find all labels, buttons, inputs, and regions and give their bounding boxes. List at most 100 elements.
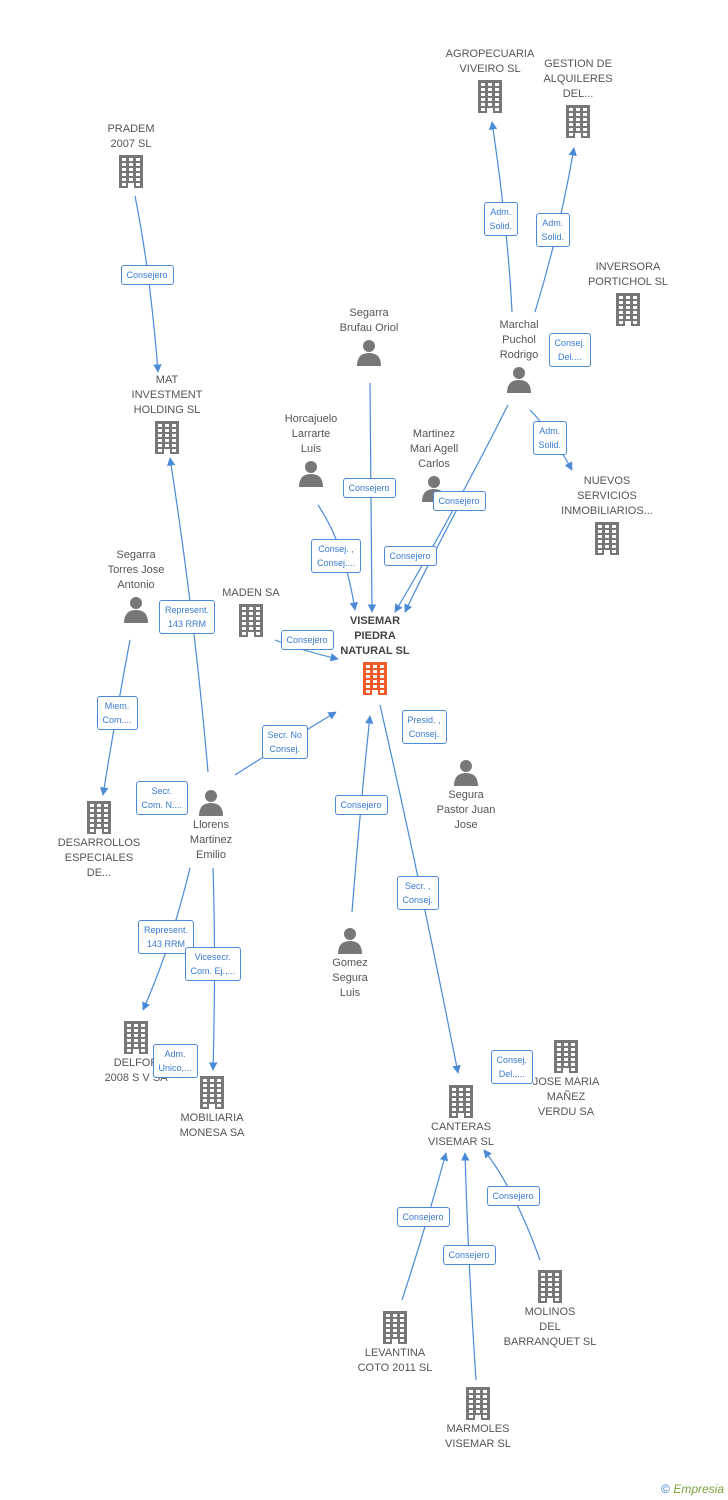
building-icon <box>513 104 643 138</box>
edge-label-e4[interactable]: Consej. Del.... <box>548 333 592 367</box>
node-label: Marchal Puchol Rodrigo <box>499 319 539 361</box>
edge-e9 <box>394 404 509 613</box>
node-gomez[interactable]: Gomez Segura Luis <box>285 924 415 1001</box>
node-label: Segura Pastor Juan Jose <box>436 789 496 831</box>
person-icon <box>285 926 415 954</box>
edge-label-e5[interactable]: Adm. Solid. <box>532 421 568 455</box>
node-label: DESARROLLOS ESPECIALES DE... <box>57 837 141 879</box>
building-icon <box>413 1386 543 1420</box>
node-marmoles[interactable]: MARMOLES VISEMAR SL <box>413 1384 543 1452</box>
edge-e22 <box>401 1152 449 1301</box>
node-levantina[interactable]: LEVANTINA COTO 2011 SL <box>330 1308 460 1376</box>
edge-label-e20[interactable]: Adm. Unico,... <box>152 1044 198 1078</box>
node-label: MARMOLES VISEMAR SL <box>444 1423 512 1450</box>
node-marchal[interactable]: Marchal Puchol Rodrigo <box>454 318 584 395</box>
node-jose_maria[interactable]: JOSE MARIA MAÑEZ VERDU SA <box>501 1037 631 1120</box>
edge-label-e12[interactable]: Miem. Com.... <box>96 696 138 730</box>
edge-label-e7[interactable]: Consejero <box>432 491 486 511</box>
node-inversora[interactable]: INVERSORA PORTICHOL SL <box>563 260 693 328</box>
building-icon <box>34 800 164 834</box>
node-label: MAT INVESTMENT HOLDING SL <box>131 374 203 416</box>
edge-label-e19[interactable]: Vicesecr. Com. Ej.,... <box>184 947 242 981</box>
person-icon <box>401 758 531 786</box>
edge-label-e18[interactable]: Represent. 143 RRM <box>138 920 195 954</box>
node-gestion[interactable]: GESTION DE ALQUILERES DEL... <box>513 57 643 140</box>
node-pradem[interactable]: PRADEM 2007 SL <box>66 122 196 190</box>
edge-label-e16[interactable]: Consejero <box>334 795 388 815</box>
person-icon <box>454 365 584 393</box>
building-icon <box>542 521 672 555</box>
edge-label-e17[interactable]: Secr. , Consej. <box>396 876 440 910</box>
person-icon <box>146 788 276 816</box>
edge-label-e22[interactable]: Consejero <box>396 1207 450 1227</box>
edge-label-e13[interactable]: Secr. No Consej. <box>261 725 309 759</box>
building-icon <box>330 1310 460 1344</box>
edge-label-e21[interactable]: Consej. Del.,... <box>490 1050 534 1084</box>
node-label: CANTERAS VISEMAR SL <box>427 1121 495 1148</box>
edge-label-e8[interactable]: Consej. , Consej.... <box>311 539 362 573</box>
node-delfor[interactable]: DELFOR 2008 S V SA <box>71 1018 201 1086</box>
node-label: Gomez Segura Luis <box>332 957 368 999</box>
building-icon <box>396 1084 526 1118</box>
node-agro[interactable]: AGROPECUARIA VIVEIRO SL <box>425 47 555 115</box>
building-icon <box>485 1269 615 1303</box>
node-nuevos[interactable]: NUEVOS SERVICIOS INMOBILIARIOS... <box>542 474 672 557</box>
node-llorens[interactable]: Llorens Martinez Emilio <box>146 786 276 863</box>
node-label: PRADEM 2007 SL <box>107 123 155 150</box>
node-label: Llorens Martinez Emilio <box>189 819 233 861</box>
node-label: VISEMAR PIEDRA NATURAL SL <box>340 615 410 657</box>
copyright-symbol: © <box>661 1482 670 1496</box>
edge-label-e2[interactable]: Adm. Solid. <box>483 202 519 236</box>
node-label: MADEN SA <box>222 587 280 599</box>
node-segura[interactable]: Segura Pastor Juan Jose <box>401 756 531 833</box>
person-icon <box>246 459 376 487</box>
node-label: JOSE MARIA MAÑEZ VERDU SA <box>532 1076 600 1118</box>
node-label: DELFOR 2008 S V SA <box>104 1057 168 1084</box>
node-mobiliaria[interactable]: MOBILIARIA MONESA SA <box>147 1073 277 1141</box>
brand-footer[interactable]: © Empresia <box>661 1482 724 1496</box>
edge-label-e15[interactable]: Secr. Com. N.... <box>135 781 189 815</box>
node-label: Horcajuelo Larrarte Luis <box>284 413 338 455</box>
building-icon <box>501 1039 631 1073</box>
edge-label-e14[interactable]: Presid. , Consej. <box>401 710 447 744</box>
node-segarra_torres[interactable]: Segarra Torres Jose Antonio <box>71 548 201 625</box>
edge-label-e10[interactable]: Represent. 143 RRM <box>159 600 216 634</box>
node-desarrollos[interactable]: DESARROLLOS ESPECIALES DE... <box>34 798 164 881</box>
node-label: INVERSORA PORTICHOL SL <box>587 261 669 288</box>
building-icon <box>102 420 232 454</box>
node-label: AGROPECUARIA VIVEIRO SL <box>445 48 535 75</box>
building-icon <box>66 154 196 188</box>
building-icon <box>71 1020 201 1054</box>
edge-label-e24[interactable]: Consejero <box>442 1245 496 1265</box>
node-label: Segarra Brufau Oriol <box>339 307 399 334</box>
node-molinos[interactable]: MOLINOS DEL BARRANQUET SL <box>485 1267 615 1350</box>
edge-label-e6[interactable]: Consejero <box>342 478 396 498</box>
building-icon <box>147 1075 277 1109</box>
node-label: NUEVOS SERVICIOS INMOBILIARIOS... <box>561 475 653 517</box>
node-visemar[interactable]: VISEMAR PIEDRA NATURAL SL <box>310 614 440 697</box>
node-label: GESTION DE ALQUILERES DEL... <box>543 58 613 100</box>
building-icon <box>425 79 555 113</box>
building-icon <box>563 292 693 326</box>
edge-label-e3[interactable]: Adm. Solid. <box>535 213 571 247</box>
node-canteras[interactable]: CANTERAS VISEMAR SL <box>396 1082 526 1150</box>
node-label: LEVANTINA COTO 2011 SL <box>357 1347 433 1374</box>
edge-label-e9[interactable]: Consejero <box>383 546 437 566</box>
node-label: Martinez Mari Agell Carlos <box>409 428 459 470</box>
brand-logo: Empresia <box>673 1482 724 1496</box>
person-icon <box>71 595 201 623</box>
node-maden[interactable]: MADEN SA <box>186 586 316 639</box>
edge-label-e23[interactable]: Consejero <box>486 1186 540 1206</box>
building-icon <box>310 661 440 695</box>
node-horcajuelo[interactable]: Horcajuelo Larrarte Luis <box>246 412 376 489</box>
edge-e24 <box>461 1152 477 1381</box>
node-martinez_mari[interactable]: Martinez Mari Agell Carlos <box>369 427 499 504</box>
node-label: MOLINOS DEL BARRANQUET SL <box>503 1306 597 1348</box>
node-segarra_brufau[interactable]: Segarra Brufau Oriol <box>304 306 434 368</box>
edge-label-e11[interactable]: Consejero <box>280 630 334 650</box>
node-label: Segarra Torres Jose Antonio <box>107 549 165 591</box>
node-mat[interactable]: MAT INVESTMENT HOLDING SL <box>102 373 232 456</box>
person-icon <box>304 338 434 366</box>
edge-label-e1[interactable]: Consejero <box>120 265 174 285</box>
